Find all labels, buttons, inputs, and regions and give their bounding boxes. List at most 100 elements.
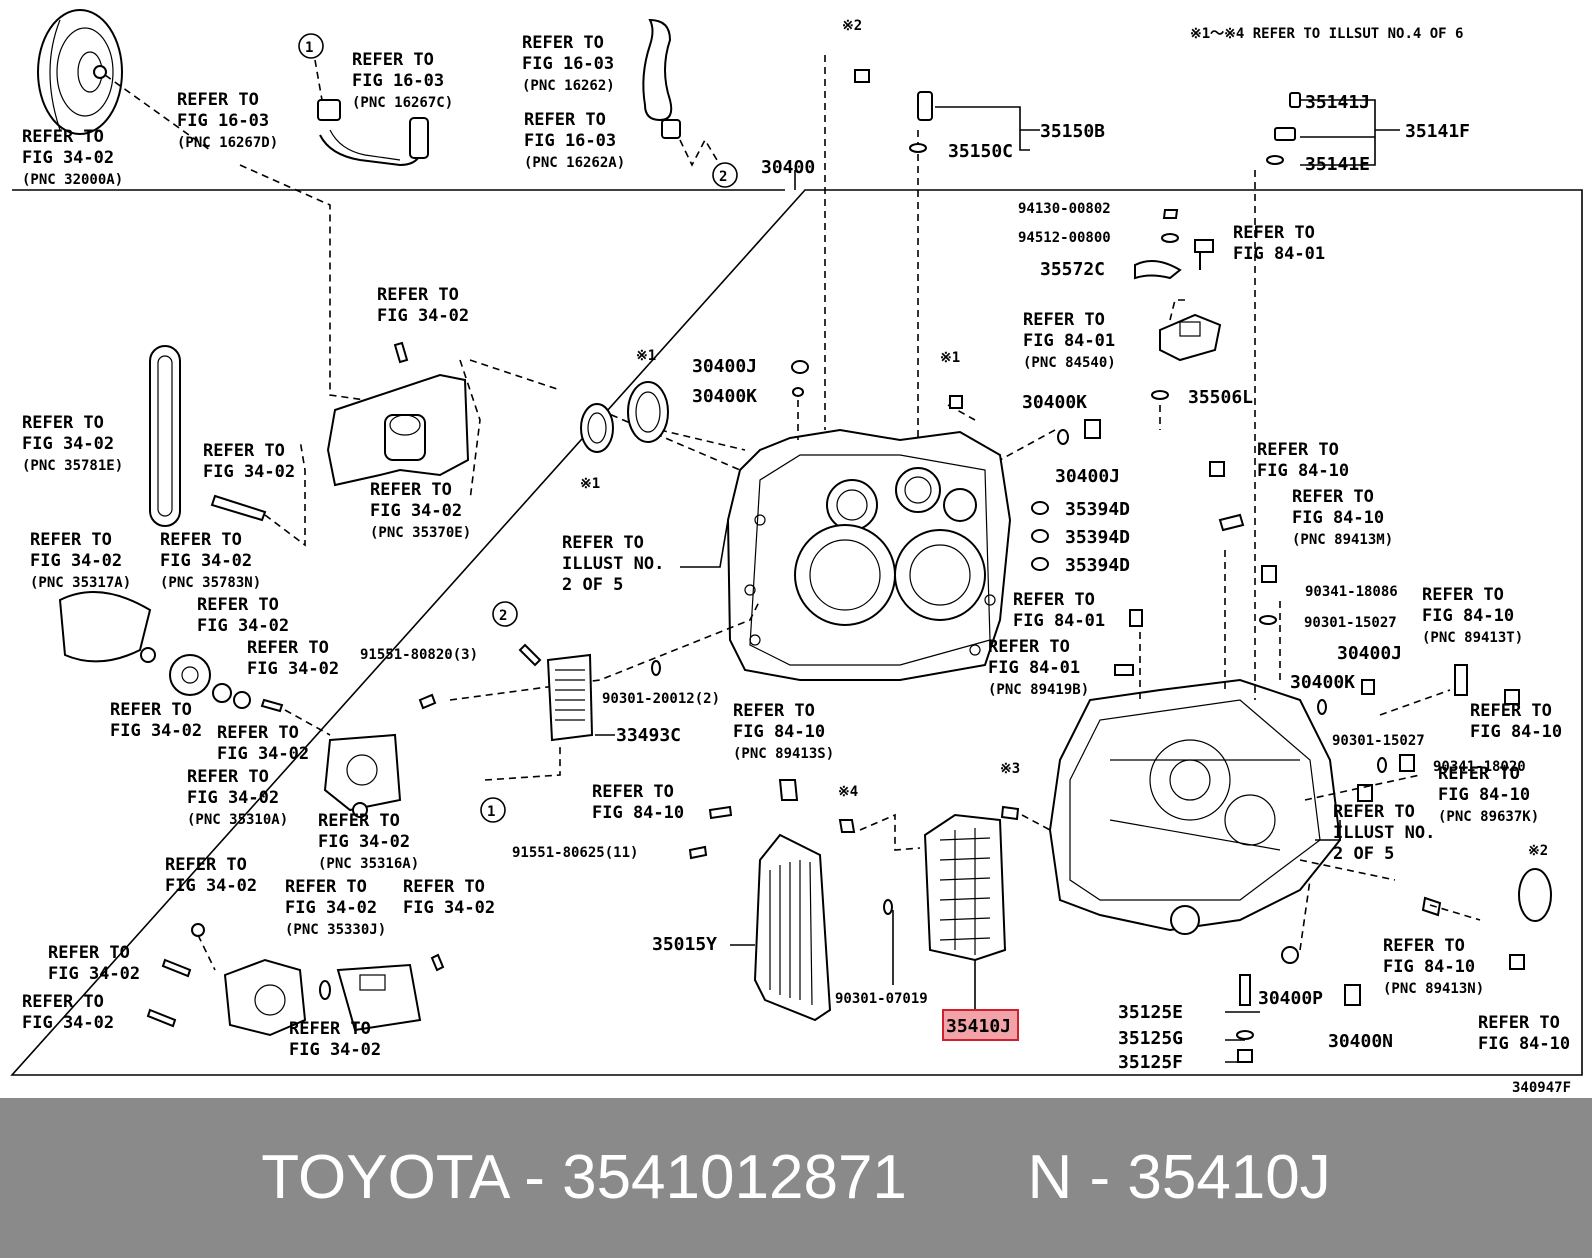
part-number-label: 35150C [948, 141, 1013, 162]
oil-cooler [518, 643, 594, 742]
callout-line: REFER TO [562, 533, 644, 553]
callout-line: FIG 84-10 [1257, 461, 1349, 481]
part-label-layer: 3040035150B35150C35141J35141F35141E94130… [360, 92, 1526, 1073]
callout-line: REFER TO [110, 700, 192, 720]
reference-marker: ※2 [1528, 843, 1548, 859]
callout-line: FIG 34-02 [165, 876, 257, 896]
shift-position-sensor [1159, 313, 1222, 362]
breather-hose [642, 18, 681, 139]
part-number-label: 30400J [1337, 643, 1402, 664]
callout-line: REFER TO [289, 1019, 371, 1039]
callout-line: FIG 16-03 [352, 71, 444, 91]
callout-line: REFER TO [733, 701, 815, 721]
plug-icon [791, 360, 809, 374]
callout-line: FIG 34-02 [217, 744, 309, 764]
bolt-icon [1504, 689, 1520, 705]
callout-line: REFER TO [377, 285, 459, 305]
o-ring-icon [1151, 390, 1169, 400]
callout-line: REFER TO [217, 723, 299, 743]
svg-text:2: 2 [499, 608, 507, 624]
callout-line: REFER TO [522, 33, 604, 53]
callout-line: REFER TO [1257, 440, 1339, 460]
marker-1-mid: 1 [480, 797, 506, 823]
reference-marker: ※4 [838, 784, 858, 800]
callout-line: FIG 34-02 [22, 1013, 114, 1033]
callout-line: (PNC 16262A) [524, 155, 625, 171]
bolt-icon [1000, 805, 1020, 821]
part-number-label: 30400J [1055, 466, 1120, 487]
callout-line: REFER TO [318, 811, 400, 831]
callout-line: FIG 84-01 [1233, 244, 1325, 264]
o-ring-icon [1057, 429, 1069, 445]
callout-line: REFER TO [1478, 1013, 1560, 1033]
part-number-label: 94512-00800 [1018, 230, 1111, 246]
transmission-case [726, 428, 1012, 681]
part-number-label: 94130-00802 [1018, 201, 1111, 217]
callout-line: REFER TO [22, 127, 104, 147]
callout-line: REFER TO [187, 767, 269, 787]
plug-icon [1361, 679, 1375, 695]
callout-line: 2 OF 5 [562, 575, 623, 595]
callout-line: FIG 34-02 [22, 434, 114, 454]
washer-icon [233, 691, 251, 709]
bolt-icon [1509, 954, 1525, 970]
speed-sensor-top [909, 91, 933, 153]
sensor-icon [1357, 784, 1373, 802]
reference-marker: ※1 [636, 348, 656, 364]
bracket-icon [1134, 260, 1182, 280]
plug-icon [1399, 754, 1415, 772]
part-number-label: 30400P [1258, 988, 1323, 1009]
reference-marker: ※2 [842, 18, 862, 34]
part-number-label: 30400N [1328, 1031, 1393, 1052]
callout-line: REFER TO [524, 110, 606, 130]
callout-line: FIG 84-01 [988, 658, 1080, 678]
o-ring-icon [1259, 615, 1277, 625]
nut-icon [1162, 209, 1179, 219]
part-number-label: 90301-07019 [835, 991, 928, 1007]
callout-line: (PNC 89413M) [1292, 532, 1393, 548]
callout-line: FIG 34-02 [22, 148, 114, 168]
o-ring-icon [651, 660, 661, 676]
part-number-label: 35141E [1305, 154, 1370, 175]
callout-line: FIG 34-02 [30, 551, 122, 571]
part-number-label: 35572C [1040, 259, 1105, 280]
sensor-icon [778, 779, 799, 801]
bolt-icon [708, 805, 733, 820]
callout-line: FIG 34-02 [285, 898, 377, 918]
callout-line: REFER TO [1233, 223, 1315, 243]
plug-icon [1261, 565, 1277, 583]
svg-text:2: 2 [719, 169, 727, 185]
bolt-icon [1209, 461, 1225, 477]
callout-line: REFER TO [1023, 310, 1105, 330]
gasket-icon [1236, 1030, 1254, 1040]
part-number-label: 91551-80820(3) [360, 647, 478, 663]
solenoid-top-right [1266, 92, 1301, 165]
assembly-boundary [10, 189, 1583, 1076]
callout-line: REFER TO [247, 638, 329, 658]
torque-converter [37, 9, 123, 135]
plug-icon [1084, 419, 1101, 439]
part-number-label: 90301-15027 [1332, 733, 1425, 749]
part-number-label: 35410J [946, 1016, 1011, 1037]
marker-1-top: 1 [298, 33, 324, 59]
oil-cooler-hose [317, 99, 429, 167]
part-number-label: 35015Y [652, 934, 717, 955]
part-number-label: 30400K [1290, 672, 1355, 693]
valve-body-assy [923, 813, 1007, 962]
reference-marker-layer: ※2※1※1※1※3※4※2 [580, 18, 1548, 859]
o-ring-icon [191, 923, 205, 937]
oil-strainer-assy [223, 958, 307, 1037]
callout-line: FIG 84-10 [1422, 606, 1514, 626]
marker-2-top: 2 [712, 162, 738, 188]
callout-line: REFER TO [1438, 764, 1520, 784]
callout-line: (PNC 16262) [522, 78, 615, 94]
callout-line: ILLUST NO. [562, 554, 664, 574]
bearing-icon [212, 683, 232, 703]
bolt-icon [210, 494, 267, 522]
part-number-label: 35141J [1305, 92, 1370, 113]
callout-line: REFER TO [1292, 487, 1374, 507]
o-ring-icon [883, 899, 893, 915]
callout-line: REFER TO [370, 480, 452, 500]
callout-line: (PNC 32000A) [22, 172, 123, 188]
